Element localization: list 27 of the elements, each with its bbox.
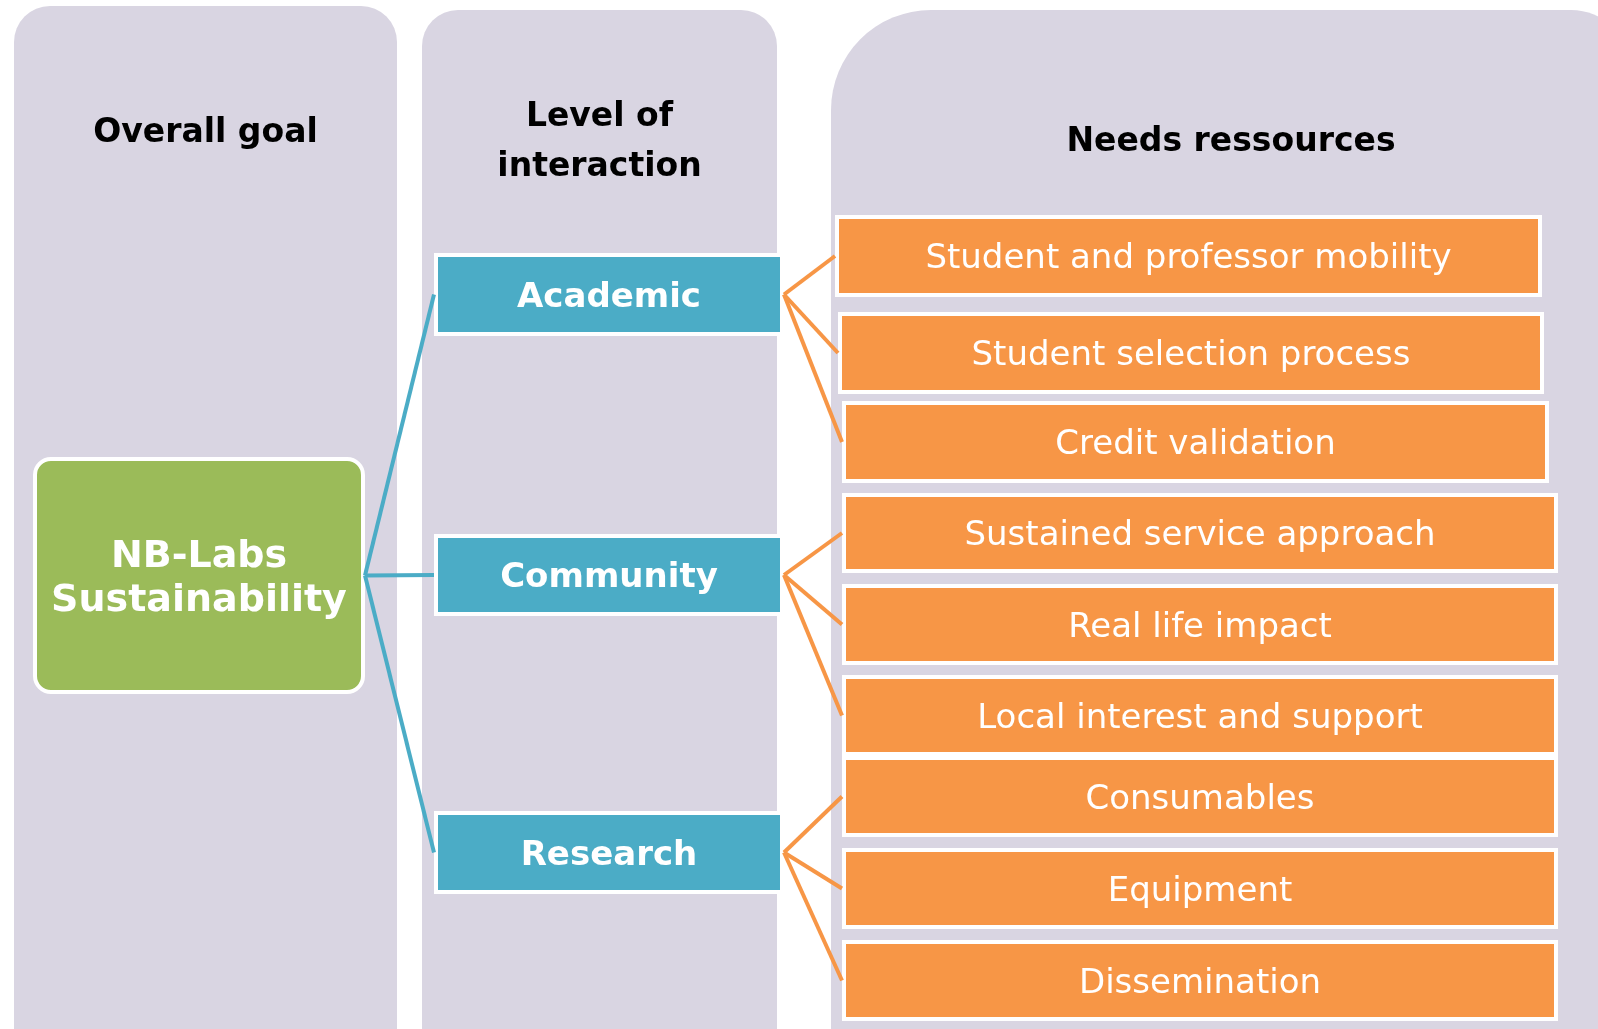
- resource-box: Real life impact: [842, 584, 1558, 665]
- resource-box: Dissemination: [842, 940, 1558, 1021]
- column-panel: [14, 6, 397, 1029]
- resource-box: Student selection process: [838, 312, 1544, 394]
- connector-line: [782, 851, 844, 982]
- column-heading: Overall goal: [92, 110, 319, 152]
- connector-line: [363, 575, 436, 853]
- resource-box: Credit validation: [842, 401, 1549, 483]
- resource-box: Sustained service approach: [842, 493, 1558, 573]
- connector-line: [782, 850, 844, 891]
- resource-box: Equipment: [842, 848, 1558, 929]
- connector-line: [782, 293, 840, 355]
- connector-line: [363, 294, 436, 576]
- column-heading: Needs ressources: [1065, 119, 1397, 161]
- connector-line: [782, 795, 844, 854]
- connector-line: [782, 574, 844, 717]
- resource-box: Consumables: [842, 756, 1558, 837]
- goal-box: NB-Labs Sustainability: [33, 457, 365, 694]
- connector-line: [365, 573, 434, 578]
- resource-box: Local interest and support: [842, 675, 1558, 756]
- connector-line: [782, 293, 844, 443]
- connector-line: [782, 573, 844, 627]
- connector-line: [782, 254, 837, 297]
- column-heading: Level of interaction: [496, 94, 703, 186]
- column-panel: [831, 10, 1598, 1029]
- connector-line: [782, 531, 844, 577]
- resource-box: Student and professor mobility: [835, 215, 1542, 297]
